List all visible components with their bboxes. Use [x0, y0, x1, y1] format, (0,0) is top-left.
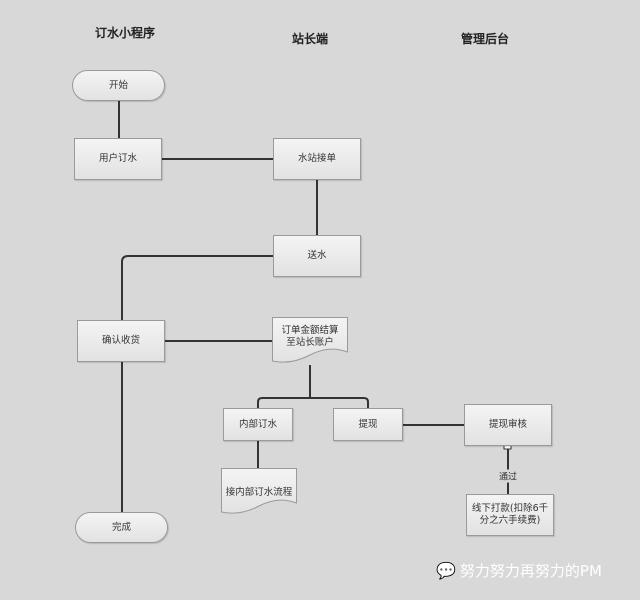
- node-label: 提现: [358, 418, 378, 430]
- node-withdraw-review[interactable]: 提现审核: [464, 404, 552, 446]
- node-label: 确认收货: [101, 335, 140, 346]
- edge-label-pass: 通过: [498, 469, 518, 483]
- watermark-text: 努力努力再努力的PM: [459, 562, 602, 580]
- node-done[interactable]: 完成: [75, 512, 168, 543]
- node-label: 用户订水: [98, 153, 137, 164]
- node-label: 提现审核: [488, 419, 527, 430]
- lane-header-admin: 管理后台: [460, 32, 510, 46]
- node-label: 接内部订水流程: [225, 487, 293, 498]
- node-label: 内部订水: [238, 418, 277, 430]
- node-label: 线下打款(扣除6千分之六手续费): [471, 503, 549, 526]
- lane-header-miniapp: 订水小程序: [94, 26, 156, 40]
- node-offline-pay[interactable]: 线下打款(扣除6千分之六手续费): [466, 494, 554, 536]
- node-confirm[interactable]: 确认收货: [77, 320, 165, 362]
- lane-header-station: 站长端: [291, 32, 329, 46]
- node-label: 订单金额结算至站长账户: [281, 325, 339, 348]
- node-label: 完成: [111, 521, 131, 533]
- node-label: 水站接单: [297, 153, 336, 164]
- node-label: 送水: [307, 250, 327, 261]
- node-station-accept[interactable]: 水站接单: [273, 138, 361, 180]
- watermark: 💬 努力努力再努力的PM: [436, 560, 602, 581]
- node-deliver[interactable]: 送水: [273, 235, 361, 277]
- node-internal-order[interactable]: 内部订水: [223, 408, 293, 441]
- node-label: 开始: [108, 79, 128, 91]
- node-start[interactable]: 开始: [72, 70, 165, 101]
- node-withdraw[interactable]: 提现: [333, 408, 403, 441]
- node-settle[interactable]: 订单金额结算至站长账户: [272, 317, 348, 367]
- node-internal-flow[interactable]: 接内部订水流程: [221, 468, 297, 518]
- wechat-icon: 💬: [436, 561, 456, 580]
- node-user-order[interactable]: 用户订水: [74, 138, 162, 180]
